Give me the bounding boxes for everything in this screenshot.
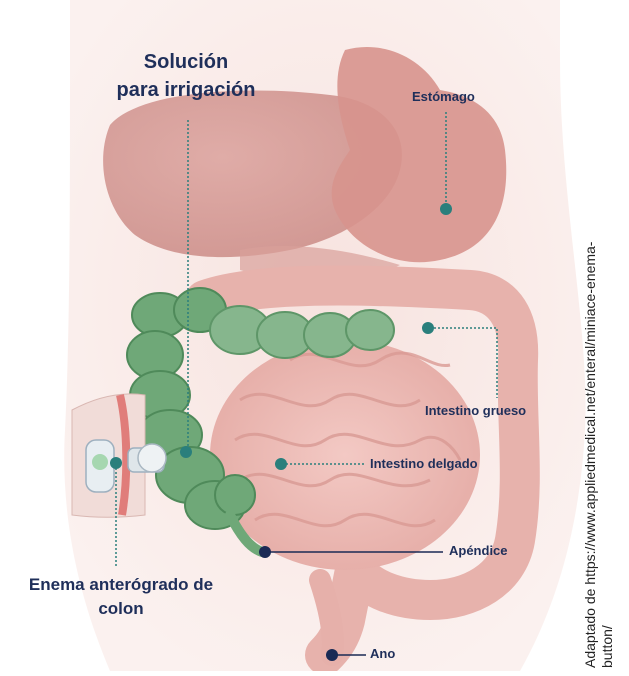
label-intestino-delgado: Intestino delgado — [370, 456, 478, 471]
label-enema: Enema anterógrado de colon — [2, 573, 240, 621]
source-credit-line1: Adaptado de https://www.appliedmedical.n… — [582, 68, 599, 668]
label-intestino-grueso: Intestino grueso — [425, 403, 526, 418]
source-credit: Adaptado de https://www.appliedmedical.n… — [582, 68, 616, 668]
label-solucion: Solución para irrigación — [96, 48, 276, 104]
label-apendice: Apéndice — [449, 543, 508, 558]
dot-estomago — [440, 203, 452, 215]
small-intestine — [210, 340, 480, 570]
label-enema-line2: colon — [2, 597, 240, 621]
label-enema-line1: Enema anterógrado de — [2, 573, 240, 597]
label-solucion-line2: para irrigación — [96, 76, 276, 104]
dot-intestino-delgado — [275, 458, 287, 470]
label-solucion-line1: Solución — [96, 48, 276, 76]
dot-apendice — [259, 546, 271, 558]
dot-intestino-grueso — [422, 322, 434, 334]
dot-solucion — [180, 446, 192, 458]
label-ano: Ano — [370, 646, 395, 661]
rectum — [320, 580, 333, 655]
source-credit-line2: button/ — [599, 68, 616, 668]
dot-enema — [110, 457, 122, 469]
dot-ano — [326, 649, 338, 661]
label-estomago: Estómago — [412, 89, 475, 104]
